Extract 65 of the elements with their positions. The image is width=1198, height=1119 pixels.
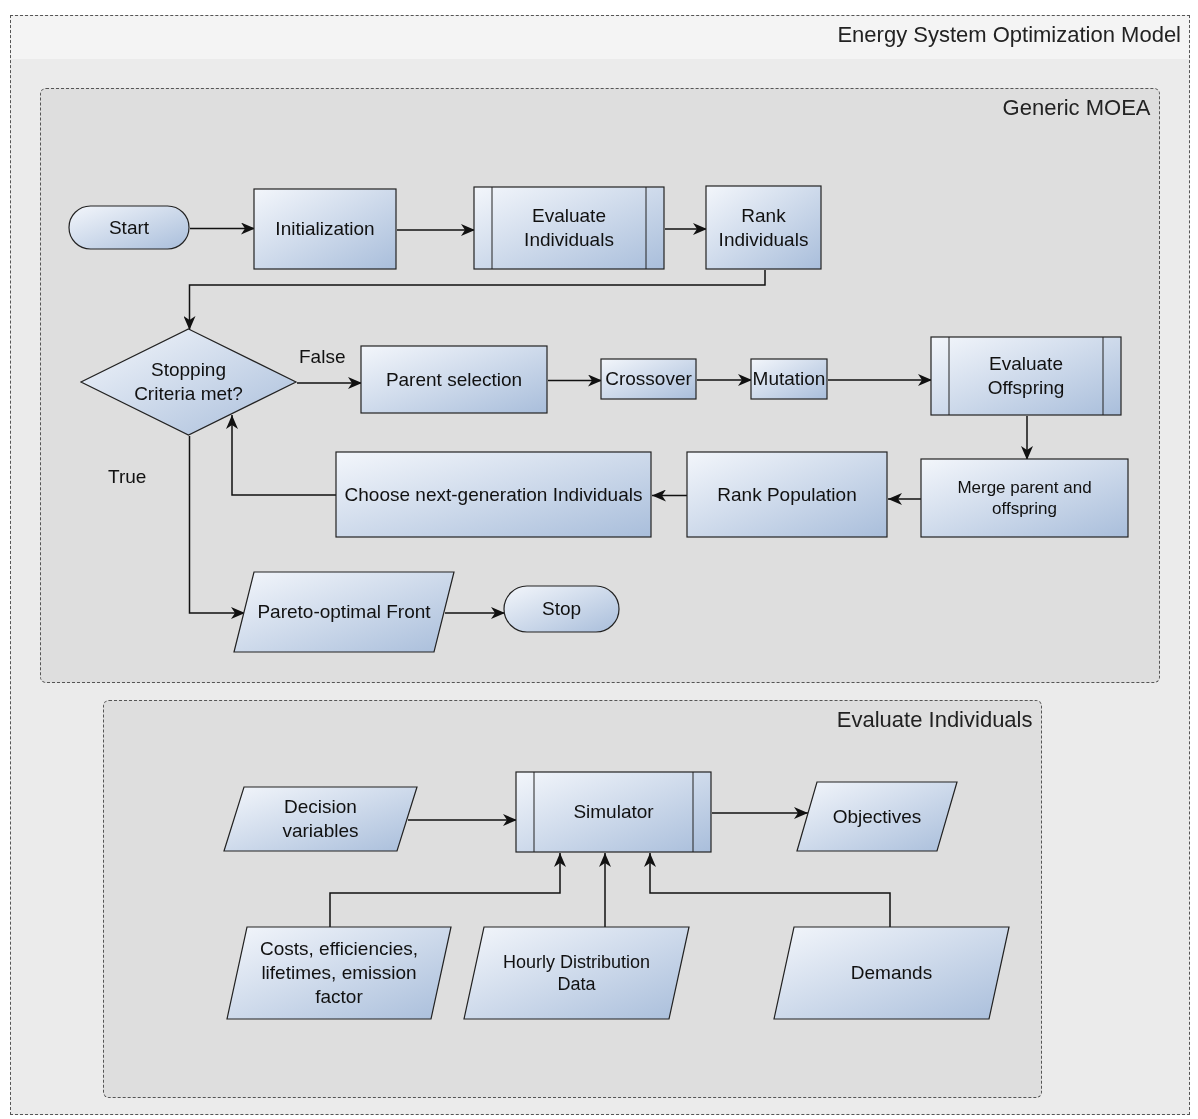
process-box	[336, 452, 651, 537]
node-label: Evaluate Offspring	[986, 352, 1066, 400]
node-label: Merge parent and offspring	[956, 476, 1093, 520]
arrow	[329, 852, 566, 929]
node-label: Stopping Criteria met?	[133, 358, 244, 406]
node-label: Mutation	[752, 367, 826, 391]
node-label: Hourly Distribution Data	[501, 950, 652, 996]
arrow	[407, 814, 518, 826]
process-box	[706, 186, 821, 269]
process-box	[254, 189, 396, 269]
node-label: Rank Individuals	[717, 203, 810, 252]
arrow	[887, 493, 923, 505]
process-box	[601, 359, 696, 399]
node-label: Demands	[850, 961, 933, 985]
process-box	[361, 346, 547, 413]
arrow	[183, 269, 766, 331]
node-label: Evaluate Individuals	[523, 204, 615, 252]
node-label: Choose next-generation Individuals	[344, 482, 643, 507]
data-parallelogram	[227, 927, 451, 1019]
container-title: Evaluate Individuals	[836, 706, 1033, 733]
outer-container	[10, 15, 1190, 1115]
node-label: Decision variables	[281, 795, 360, 843]
node-label: Objectives	[832, 804, 922, 829]
data-parallelogram	[464, 927, 689, 1019]
arrow	[226, 414, 338, 496]
predefined-process-box	[516, 772, 711, 852]
arrow	[599, 852, 611, 929]
arrow	[547, 374, 603, 387]
arrow	[396, 224, 476, 236]
arrow	[711, 807, 809, 819]
node-label: Costs, efficiencies, lifetimes, emission factor	[258, 937, 420, 1009]
data-parallelogram	[234, 572, 454, 652]
arrow	[188, 435, 246, 619]
node-label: Parent selection	[385, 367, 523, 392]
node-label: Rank Population	[717, 482, 857, 507]
process-box	[687, 452, 887, 537]
arrow	[444, 607, 506, 619]
group-container	[102, 699, 1042, 1098]
node-label: Crossover	[605, 367, 692, 391]
arrow	[644, 852, 891, 929]
process-box	[751, 359, 827, 399]
predefined-process-box	[474, 187, 664, 269]
arrow	[296, 377, 363, 389]
arrow	[696, 374, 753, 386]
node-label: Initialization	[275, 217, 375, 241]
arrow	[1021, 415, 1033, 461]
container-title: Energy System Optimization Model	[837, 22, 1181, 48]
node-label: Simulator	[573, 800, 654, 824]
terminal-pill	[504, 586, 619, 632]
terminal-pill	[69, 206, 189, 249]
group-container	[39, 87, 1160, 683]
arrow	[827, 374, 933, 386]
decision-diamond	[81, 329, 296, 435]
node-label: Pareto-optimal Front	[257, 600, 431, 624]
node-label: Start	[108, 215, 150, 240]
arrow	[651, 489, 689, 502]
data-parallelogram	[774, 927, 1009, 1019]
process-box	[921, 459, 1128, 537]
data-parallelogram	[224, 787, 417, 851]
arrow	[664, 223, 708, 235]
data-parallelogram	[797, 782, 957, 851]
predefined-process-box	[931, 337, 1121, 415]
arrow	[189, 222, 256, 235]
container-title: Generic MOEA	[1002, 94, 1151, 121]
node-label: Stop	[541, 597, 582, 621]
